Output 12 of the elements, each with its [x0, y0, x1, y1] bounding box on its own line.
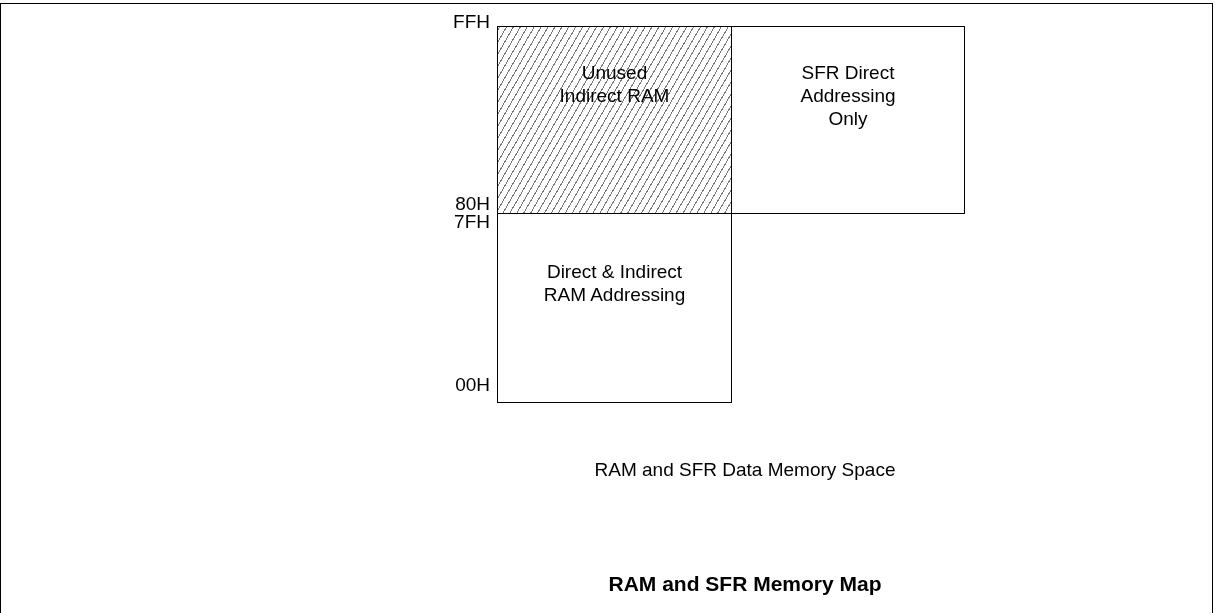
block-label: Direct & Indirect RAM Addressing: [542, 260, 687, 306]
address-label: 80H: [455, 194, 490, 214]
address-label: FFH: [453, 12, 490, 32]
block-label: SFR Direct Addressing Only: [799, 61, 897, 130]
diagram-subtitle: RAM and SFR Data Memory Space: [593, 460, 897, 480]
address-label: 00H: [455, 375, 490, 395]
address-label: 7FH: [454, 212, 490, 232]
hatched-memory-block: [497, 26, 732, 214]
block-label: Unused Indirect RAM: [558, 61, 671, 107]
memory-block: [497, 213, 732, 403]
memory-block: [731, 26, 965, 214]
caption: RAM and SFR Memory Map: [607, 572, 883, 596]
